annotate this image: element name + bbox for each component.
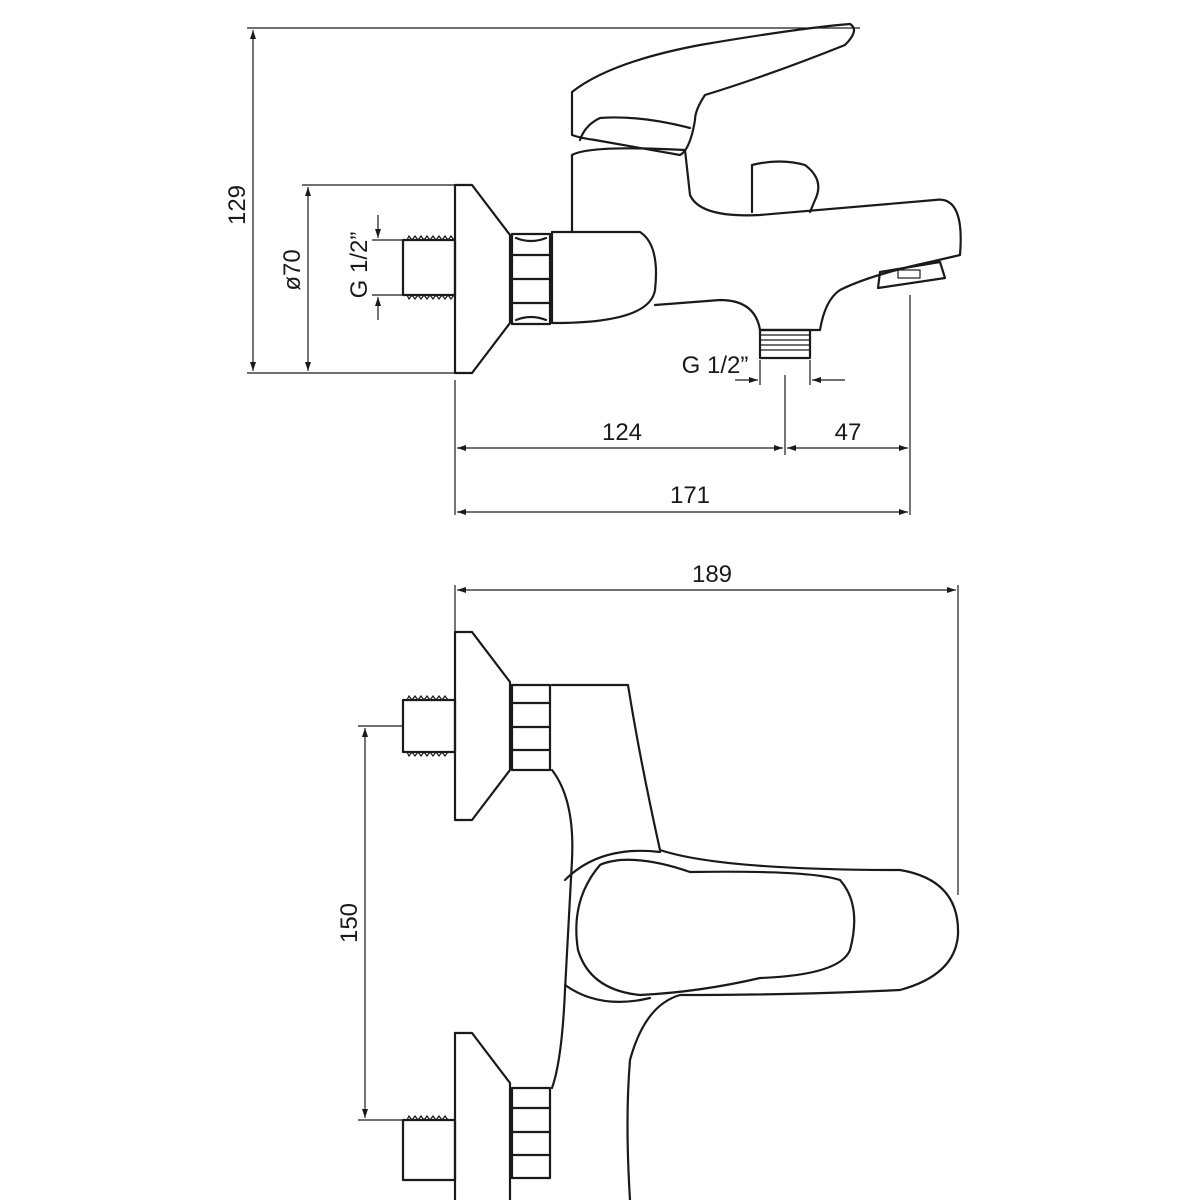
side-diverter-knob [750, 160, 820, 214]
dim-inlet-outlet-label: 124 [602, 419, 642, 446]
side-spout-tip [876, 260, 947, 290]
side-outlet-thread [758, 328, 812, 360]
top-lower-nut [510, 1086, 552, 1180]
dim-total-width: 189 [454, 561, 959, 895]
dim-flange-diameter-label: ø70 [279, 249, 306, 290]
dim-inlet-thread: G 1/2” [346, 215, 403, 320]
dim-total-depth: 171 [457, 482, 908, 515]
top-lower-inlet [401, 1114, 457, 1182]
dim-depths: 124 47 [454, 295, 911, 515]
top-lever-handle [575, 858, 856, 997]
dim-height-label: 129 [224, 185, 251, 225]
top-lower-flange [453, 1031, 512, 1200]
dim-outlet-thread-label: G 1/2” [682, 352, 749, 379]
dim-inlet-spacing: 150 [336, 725, 403, 1121]
side-hex-nut [510, 232, 552, 326]
side-mixer-body [550, 230, 658, 325]
side-wall-flange [453, 183, 512, 375]
side-lever-handle [570, 22, 856, 157]
top-upper-inlet [401, 694, 457, 758]
dim-inlet-spacing-label: 150 [336, 903, 363, 943]
side-inlet-thread [401, 234, 457, 301]
top-upper-flange [453, 630, 512, 822]
top-view: 189 [336, 561, 960, 1200]
dim-outlet-spout-label: 47 [835, 419, 862, 446]
top-upper-nut [510, 683, 552, 772]
top-mixer-body [550, 683, 960, 1200]
dim-total-depth-label: 171 [670, 482, 710, 509]
dim-height: 129 [224, 27, 860, 374]
dim-inlet-thread-label: G 1/2” [346, 232, 373, 299]
dim-outlet-thread: G 1/2” [682, 352, 845, 385]
dim-total-width-label: 189 [692, 561, 732, 588]
dim-flange-diameter: ø70 [279, 184, 455, 371]
side-mixer-housing [570, 147, 962, 332]
side-view: 129 ø70 G 1/2” G 1/2” [224, 22, 962, 515]
